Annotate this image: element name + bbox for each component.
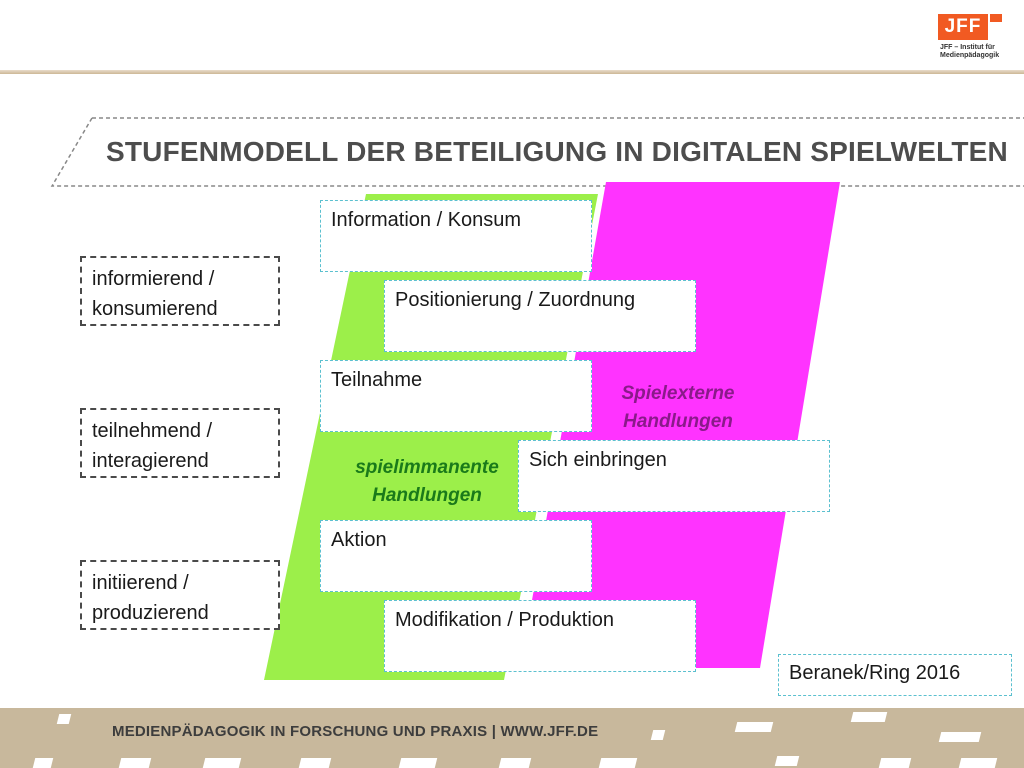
level-line: informierend / [92,268,215,290]
external-actions-label: Spielexterne Handlungen [598,380,758,436]
footer-dash [398,758,438,768]
footer-dash [734,722,774,732]
footer-dash [118,758,152,768]
step-participation: Teilnahme [320,360,592,432]
logo-subtitle: JFF – Institut für Medienpädagogik [940,44,1000,59]
level-initiating: initiierend / produzierend [80,560,280,630]
label-line: Spielexterne [621,383,735,404]
logo-accent-square [990,14,1002,22]
footer-dash [598,758,638,768]
level-line: konsumierend [92,298,218,320]
logo-mark: JFF [938,14,988,40]
level-line: produzierend [92,602,209,624]
level-line: teilnehmend / [92,420,213,442]
header-rule [0,70,1024,74]
level-informing: informierend / konsumierend [80,256,280,326]
page-title: STUFENMODELL DER BETEILIGUNG IN DIGITALE… [106,136,1008,167]
footer-text: MEDIENPÄDAGOGIK IN FORSCHUNG UND PRAXIS … [112,723,599,740]
footer-dash [958,758,998,768]
footer-dash [938,732,982,742]
step-positioning: Positionierung / Zuordnung [384,280,696,352]
footer-dash [56,714,72,724]
step-information: Information / Konsum [320,200,592,272]
step-action: Aktion [320,520,592,592]
level-line: initiierend / [92,572,189,594]
step-modification: Modifikation / Produktion [384,600,696,672]
step-engaging: Sich einbringen [518,440,830,512]
footer-dash [498,758,532,768]
label-line: Handlungen [372,485,482,506]
internal-actions-label: spielimmanente Handlungen [332,454,522,510]
level-line: interagierend [92,450,209,472]
footer-dash [850,712,888,722]
level-participating: teilnehmend / interagierend [80,408,280,478]
footer-dash [32,758,54,768]
jff-logo: JFF JFF – Institut für Medienpädagogik [938,14,1008,66]
footer-dash [202,758,242,768]
citation: Beranek/Ring 2016 [778,654,1012,696]
footer-dash [298,758,332,768]
label-line: Handlungen [623,411,733,432]
footer-dash [878,758,912,768]
title-frame [50,117,1024,187]
footer-dash [774,756,800,766]
footer-bar: MEDIENPÄDAGOGIK IN FORSCHUNG UND PRAXIS … [0,708,1024,768]
label-line: spielimmanente [355,457,499,478]
footer-dash [650,730,666,740]
